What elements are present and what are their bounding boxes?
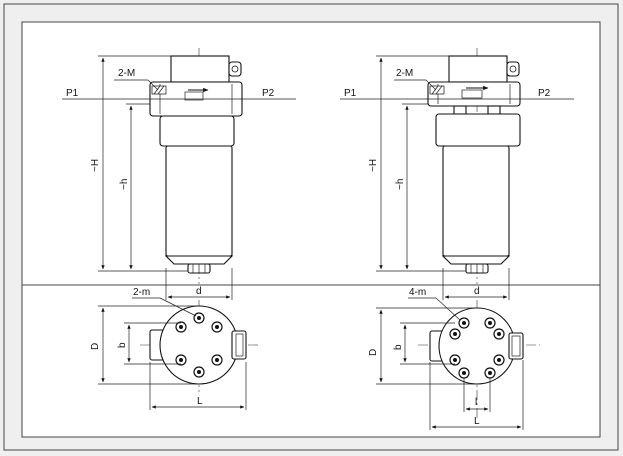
left-diameter-label: d bbox=[196, 286, 202, 297]
right-height-inner-label: ~h bbox=[395, 179, 406, 190]
left-height-inner-label: ~h bbox=[119, 179, 130, 190]
left-mount-holes-label: 2-m bbox=[133, 287, 150, 298]
left-filter-elevation: 2-M P1 P2 ~H ~h d bbox=[62, 48, 296, 300]
right-hole-distance-label: l bbox=[475, 397, 477, 408]
right-inlet-label: P1 bbox=[344, 88, 357, 99]
left-height-total-label: ~H bbox=[90, 159, 101, 172]
right-height-total-label: ~H bbox=[368, 159, 379, 172]
right-filter-elevation: 2-M P1 P2 ~H ~h d bbox=[340, 48, 574, 300]
right-filter-plan: 4-m D b l L bbox=[368, 287, 540, 430]
left-length-label: L bbox=[197, 396, 203, 407]
right-mount-holes-label: 4-m bbox=[409, 287, 426, 298]
left-spacing-label: b bbox=[117, 342, 128, 348]
right-width-label: D bbox=[368, 349, 379, 356]
right-port-label: 2-M bbox=[396, 68, 413, 79]
right-spacing-label: b bbox=[393, 344, 404, 350]
left-inlet-label: P1 bbox=[66, 88, 79, 99]
left-width-label: D bbox=[90, 343, 101, 350]
plan-panel bbox=[21, 284, 601, 438]
left-outlet-label: P2 bbox=[262, 88, 275, 99]
right-length-label: L bbox=[474, 416, 480, 427]
right-diameter-label: d bbox=[474, 286, 480, 297]
right-outlet-label: P2 bbox=[538, 88, 551, 99]
left-port-label: 2-M bbox=[118, 68, 135, 79]
left-filter-plan: 2-m D b L bbox=[90, 287, 260, 410]
